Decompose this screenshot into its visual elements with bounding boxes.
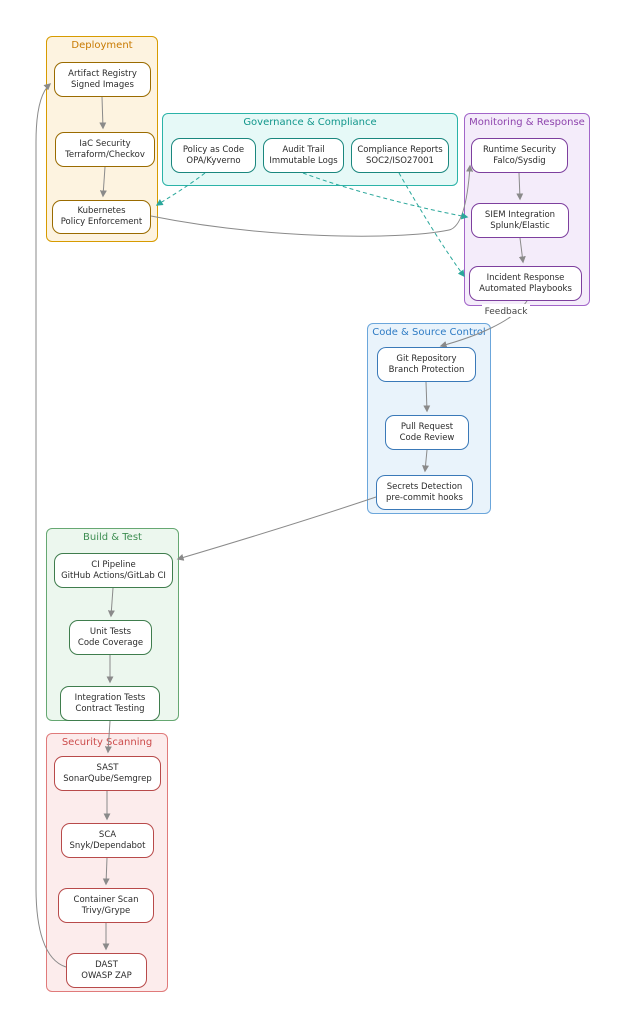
node-integration-tests-sublabel: Contract Testing — [75, 703, 145, 714]
node-unit-tests-sublabel: Code Coverage — [77, 637, 144, 648]
node-integration-tests: Integration Tests Contract Testing — [60, 686, 160, 721]
edge-git-to-pullrequest — [423, 381, 431, 413]
node-container-scan-sublabel: Trivy/Grype — [81, 905, 131, 916]
edge-compliance-to-incident — [398, 172, 465, 278]
node-audit-trail: Audit Trail Immutable Logs — [263, 138, 344, 173]
node-sast-label: SAST — [96, 762, 119, 773]
node-ci-pipeline-sublabel: GitHub Actions/GitLab CI — [61, 570, 166, 581]
node-compliance-reports-label: Compliance Reports — [357, 144, 443, 155]
node-unit-tests-label: Unit Tests — [89, 626, 132, 637]
cluster-title-monitoring-response: Monitoring & Response — [469, 117, 585, 128]
node-secrets-detection-sublabel: pre-commit hooks — [386, 492, 463, 503]
node-dast-sublabel: OWASP ZAP — [81, 970, 132, 981]
node-runtime-security: Runtime Security Falco/Sysdig — [471, 138, 568, 173]
node-container-scan-label: Container Scan — [73, 894, 139, 905]
edge-siem-to-incident — [518, 237, 526, 264]
node-secrets-detection-label: Secrets Detection — [386, 481, 463, 492]
node-runtime-security-label: Runtime Security — [482, 144, 557, 155]
node-sast: SAST SonarQube/Semgrep — [54, 756, 161, 791]
node-git-repository-sublabel: Branch Protection — [388, 364, 465, 375]
node-artifact-registry: Artifact Registry Signed Images — [54, 62, 151, 97]
node-unit-tests: Unit Tests Code Coverage — [69, 620, 152, 655]
cluster-title-governance-compliance: Governance & Compliance — [243, 117, 377, 128]
cluster-title-build-test: Build & Test — [83, 532, 142, 543]
edge-kubernetes-to-runtime — [150, 164, 474, 237]
node-incident-response: Incident Response Automated Playbooks — [469, 266, 582, 301]
node-git-repository: Git Repository Branch Protection — [377, 347, 476, 382]
edge-policy-to-kubernetes — [155, 172, 206, 206]
node-siem-integration-label: SIEM Integration — [484, 209, 556, 220]
node-secrets-detection: Secrets Detection pre-commit hooks — [376, 475, 473, 510]
node-kubernetes: Kubernetes Policy Enforcement — [52, 200, 151, 234]
edge-sca-to-containerscan — [102, 857, 110, 886]
node-pull-request-sublabel: Code Review — [399, 432, 455, 443]
node-siem-integration: SIEM Integration Splunk/Elastic — [471, 203, 569, 238]
edge-artifact-to-iac — [99, 96, 107, 130]
node-compliance-reports-sublabel: SOC2/ISO27001 — [366, 155, 434, 166]
feedback-label-background — [482, 304, 530, 317]
node-sca: SCA Snyk/Dependabot — [61, 823, 154, 858]
cluster-title-security-scanning: Security Scanning — [61, 737, 153, 748]
node-iac-security-label: IaC Security — [79, 138, 131, 149]
node-pull-request-label: Pull Request — [400, 421, 454, 432]
edge-secrets-to-ci — [176, 496, 377, 561]
node-ci-pipeline-label: CI Pipeline — [91, 559, 136, 570]
edge-audittrail-to-siem — [302, 172, 469, 220]
node-artifact-registry-label: Artifact Registry — [68, 68, 137, 79]
node-dast-label: DAST — [95, 959, 118, 970]
node-incident-response-label: Incident Response — [486, 272, 565, 283]
node-artifact-registry-sublabel: Signed Images — [71, 79, 134, 90]
node-sast-sublabel: SonarQube/Semgrep — [63, 773, 152, 784]
node-policy-as-code: Policy as Code OPA/Kyverno — [171, 138, 256, 173]
node-container-scan: Container Scan Trivy/Grype — [58, 888, 154, 923]
node-ci-pipeline: CI Pipeline GitHub Actions/GitLab CI — [54, 553, 173, 588]
node-kubernetes-sublabel: Policy Enforcement — [60, 217, 143, 227]
edge-iac-to-kubernetes — [99, 166, 107, 198]
node-audit-trail-label: Audit Trail — [282, 144, 325, 155]
node-siem-integration-sublabel: Splunk/Elastic — [490, 220, 550, 231]
edge-integration-to-sast — [104, 720, 112, 754]
node-dast: DAST OWASP ZAP — [66, 953, 147, 988]
node-runtime-security-sublabel: Falco/Sysdig — [493, 155, 546, 166]
edge-runtime-to-siem — [516, 172, 524, 201]
feedback-edge-label: Feedback — [485, 307, 529, 317]
node-incident-response-sublabel: Automated Playbooks — [479, 283, 572, 294]
node-audit-trail-sublabel: Immutable Logs — [269, 155, 338, 166]
cluster-title-deployment: Deployment — [71, 40, 133, 51]
edge-ci-to-unittests — [107, 587, 115, 618]
node-sca-label: SCA — [98, 829, 117, 840]
node-sca-sublabel: Snyk/Dependabot — [69, 840, 146, 851]
node-policy-as-code-sublabel: OPA/Kyverno — [186, 155, 241, 166]
edge-pullrequest-to-secrets — [422, 449, 430, 473]
cluster-title-code-source-control: Code & Source Control — [372, 327, 486, 338]
node-kubernetes-label: Kubernetes — [77, 206, 126, 216]
node-pull-request: Pull Request Code Review — [385, 415, 469, 450]
node-integration-tests-label: Integration Tests — [74, 692, 146, 703]
node-iac-security-sublabel: Terraform/Checkov — [65, 149, 145, 160]
node-policy-as-code-label: Policy as Code — [182, 144, 245, 155]
node-compliance-reports: Compliance Reports SOC2/ISO27001 — [351, 138, 449, 173]
edge-dast-to-artifact — [35, 83, 67, 968]
node-iac-security: IaC Security Terraform/Checkov — [55, 132, 155, 167]
node-git-repository-label: Git Repository — [396, 353, 457, 364]
